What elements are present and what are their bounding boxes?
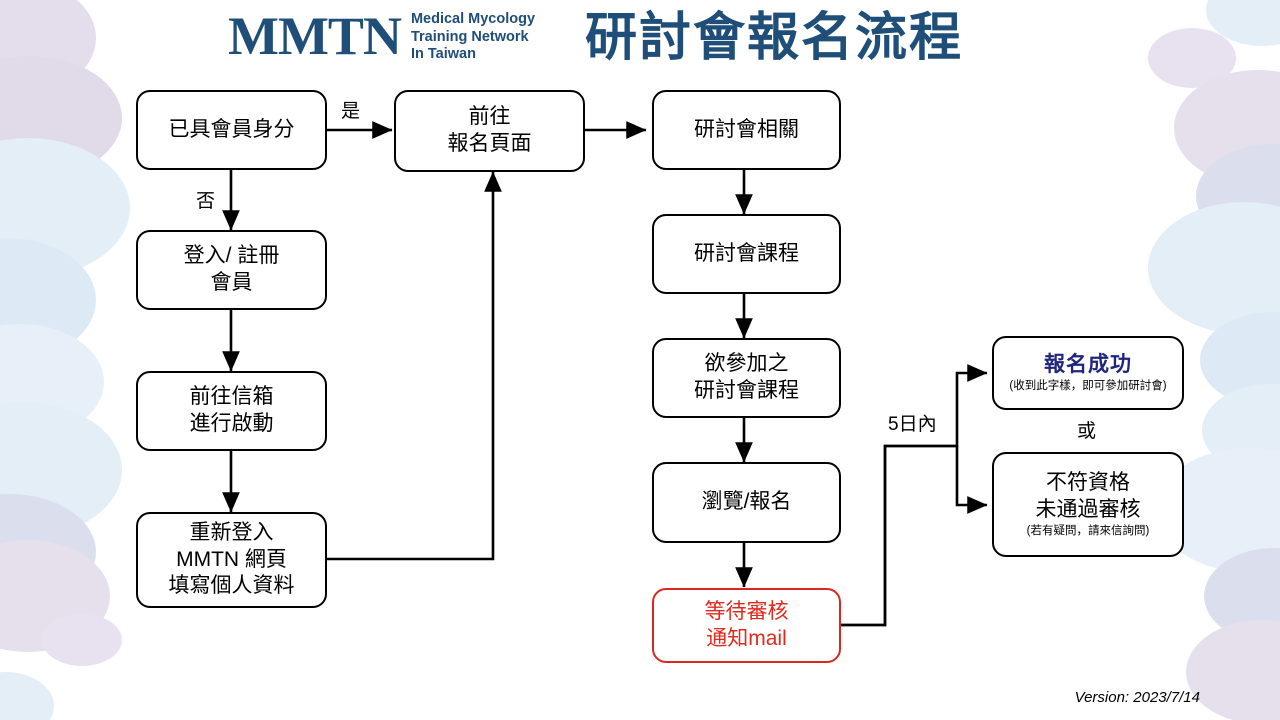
node-not-qualified-note: (若有疑問，請來信詢問) — [1026, 524, 1150, 537]
node-relogin-fill[interactable]: 重新登入 MMTN 網頁 填寫個人資料 — [136, 512, 327, 608]
node-go-mailbox[interactable]: 前往信箱 進行啟動 — [136, 371, 327, 451]
node-seminar-course[interactable]: 研討會課程 — [652, 214, 841, 294]
node-relogin-fill-line-2: MMTN 網頁 — [176, 547, 287, 571]
node-go-register-page[interactable]: 前往 報名頁面 — [394, 90, 585, 172]
node-register-success[interactable]: 報名成功 (收到此字樣，即可參加研討會) — [992, 336, 1184, 410]
node-go-mailbox-line-1: 前往信箱 — [189, 385, 274, 409]
slide-header: MMTN Medical Mycology Training Network I… — [0, 0, 1280, 84]
logo-tagline: Medical Mycology Training Network In Tai… — [411, 8, 535, 64]
node-login-register-line-2: 會員 — [210, 271, 253, 294]
node-not-qualified-line-2: 未通過審核 — [1035, 498, 1141, 522]
version-label: Version: 2023/7/14 — [1074, 689, 1200, 706]
node-go-register-page-line-2: 報名頁面 — [447, 132, 532, 155]
page-title: 研討會報名流程 — [585, 9, 964, 67]
node-await-review-line-1: 等待審核 — [704, 599, 789, 623]
logo-tagline-line-3: In Taiwan — [410, 46, 476, 63]
node-login-register-line-1: 登入/ 註冊 — [183, 244, 280, 268]
node-not-qualified-line-1: 不符資格 — [1046, 471, 1130, 495]
node-member-status-line-1: 已具會員身分 — [168, 117, 295, 141]
node-not-qualified[interactable]: 不符資格 未通過審核 (若有疑問，請來信詢問) — [992, 452, 1184, 557]
logo-tagline-line-2: Training Network — [410, 28, 529, 45]
node-await-review[interactable]: 等待審核 通知mail — [652, 588, 841, 663]
node-register-success-title: 報名成功 — [1044, 353, 1132, 377]
node-member-status[interactable]: 已具會員身分 — [136, 90, 327, 170]
node-relogin-fill-line-1: 重新登入 — [189, 520, 274, 544]
logo-tagline-line-1: Medical Mycology — [410, 11, 536, 27]
node-await-review-line-2: 通知mail — [706, 626, 787, 650]
node-relogin-fill-line-3: 填寫個人資料 — [168, 574, 295, 598]
node-seminar-related-line-1: 研討會相關 — [694, 117, 799, 141]
logo-wordmark: MMTN — [228, 6, 402, 67]
node-go-register-page-line-1: 前往 — [468, 105, 511, 129]
node-desired-course[interactable]: 欲參加之 研討會課程 — [652, 338, 841, 418]
mmtn-logo: MMTN Medical Mycology Training Network I… — [228, 8, 535, 64]
node-browse-register[interactable]: 瀏覽/報名 — [652, 462, 841, 543]
edge-label-or: 或 — [1077, 421, 1097, 442]
node-browse-register-line-1: 瀏覽/報名 — [701, 490, 792, 514]
edge-label-yes: 是 — [341, 101, 361, 122]
node-go-mailbox-line-2: 進行啟動 — [189, 412, 274, 435]
node-seminar-course-line-1: 研討會課程 — [694, 241, 799, 265]
node-register-success-note: (收到此字樣，即可參加研討會) — [1009, 380, 1167, 393]
edge-label-within-5-days: 5日內 — [888, 414, 937, 435]
node-login-register[interactable]: 登入/ 註冊 會員 — [136, 230, 327, 310]
node-desired-course-line-1: 欲參加之 — [704, 352, 789, 376]
node-desired-course-line-2: 研討會課程 — [694, 379, 799, 402]
node-seminar-related[interactable]: 研討會相關 — [652, 90, 841, 170]
edge-label-no: 否 — [196, 191, 216, 212]
